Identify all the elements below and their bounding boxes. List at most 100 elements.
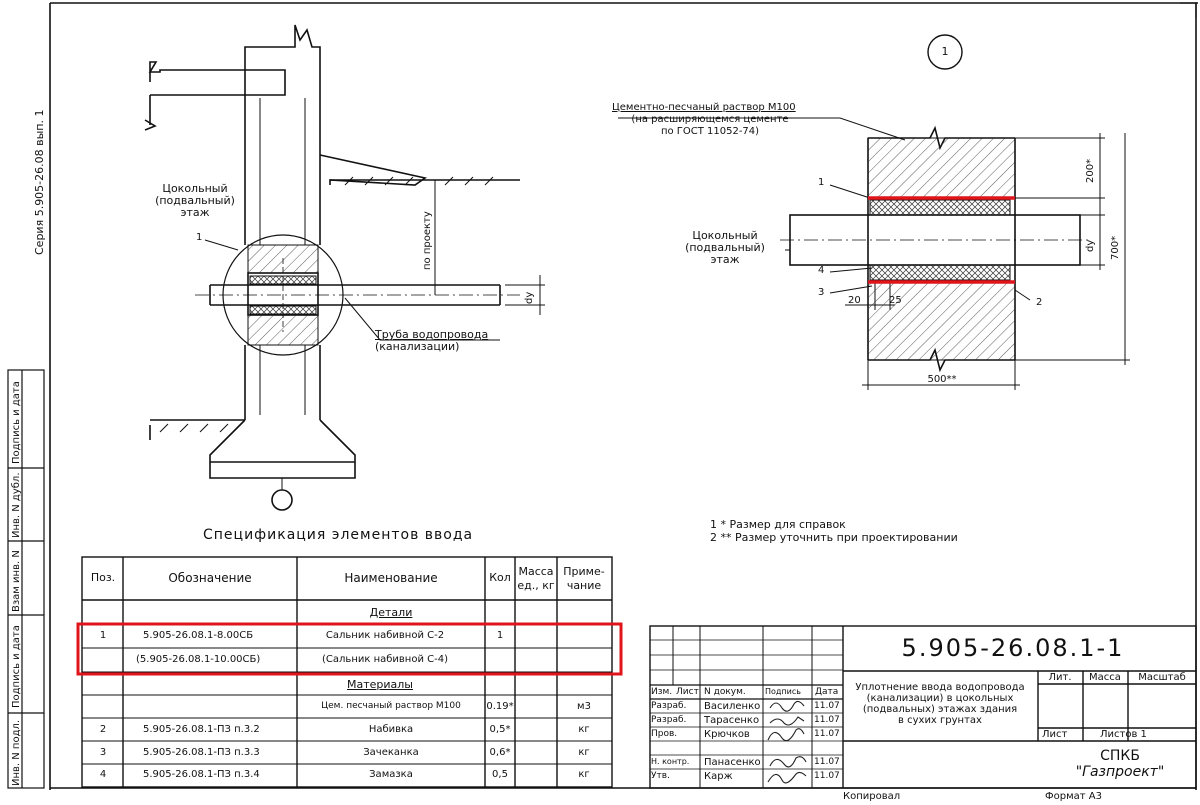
row4-name: Набивка (368, 724, 414, 735)
hdr-signature: Подпись (765, 687, 801, 696)
signer6-role: Утв. (651, 771, 670, 781)
row5-pos: 3 (99, 747, 107, 758)
signer2-date: 11.07 (814, 715, 840, 725)
description-4: в сухих грунтах (898, 715, 982, 726)
row6-qty: 0,5 (492, 769, 508, 780)
hdr-list: Лист (676, 687, 699, 697)
right-pos-2: 2 (1036, 297, 1043, 308)
signer1-name: Василенко (704, 701, 761, 712)
signature-1 (769, 700, 805, 712)
right-basement-label-1: Цокольный (692, 229, 758, 242)
col-qty: Кол (489, 571, 511, 584)
signature-3 (767, 728, 805, 742)
spec-title: Спецификация элементов ввода (203, 527, 474, 543)
signer6-date: 11.07 (814, 771, 840, 781)
left-packing-bottom (249, 305, 317, 315)
left-by-project: по проекту (422, 211, 433, 270)
row4-designation: 5.905-26.08.1-ПЗ п.3.2 (143, 724, 260, 735)
sheet-label: Лист (1042, 729, 1068, 740)
col-designation: Обозначение (168, 571, 252, 585)
right-basement-label-2: (подвальный) (685, 241, 765, 254)
lit-label: Лит. (1048, 672, 1072, 683)
hdr-ndoc: N докум. (704, 687, 746, 697)
mass-label: Масса (1089, 672, 1121, 683)
right-wall-hatch-top (867, 137, 1016, 199)
signer3-name: Крючков (704, 729, 750, 740)
left-basement-label-2: (подвальный) (155, 194, 235, 207)
signature-4 (769, 756, 807, 768)
description-3: (подвальных) этажах здания (862, 704, 1018, 715)
row6-name: Замазка (369, 769, 413, 780)
left-basement-label-3: этаж (180, 206, 210, 219)
org-name-1: СПКБ (1100, 748, 1140, 764)
row3-name: Цем. песчаный раствор М100 (321, 701, 461, 711)
dim-500: 500** (927, 374, 957, 385)
signer3-date: 11.07 (814, 729, 840, 739)
row3-note: м3 (577, 701, 591, 712)
title-block-grid (649, 625, 1197, 789)
footer-copied: Копировал (843, 791, 901, 802)
signer3-role: Пров. (651, 729, 678, 739)
signer5-date: 11.07 (814, 757, 840, 767)
row1-qty: 1 (496, 630, 504, 641)
footer-format: Формат А3 (1045, 791, 1102, 802)
right-basement-label-3: этаж (710, 253, 740, 266)
series-label: Серия 5.905-26.08 вып. 1 (33, 109, 46, 256)
hdr-izm: Изм. (651, 687, 673, 697)
signature-5 (767, 771, 807, 784)
mortar-label-3: по ГОСТ 11052-74) (660, 126, 760, 137)
right-pos-1: 1 (818, 177, 825, 188)
left-basement-label-1: Цокольный (162, 182, 228, 195)
left-pipe-label-2: (канализации) (375, 340, 460, 353)
row5-designation: 5.905-26.08.1-ПЗ п.3.3 (143, 747, 260, 758)
stamp-vzam-inv: Взам инв. N (11, 550, 22, 612)
signer6-name: Карж (704, 771, 733, 782)
row2-name: (Сальник набивной С-4) (322, 654, 448, 665)
dim-20: 20 (848, 295, 861, 306)
col-pos: Поз. (90, 571, 116, 584)
col-mass-1: Масса (518, 565, 554, 578)
row6-pos: 4 (99, 769, 107, 780)
right-wall-hatch-bottom (867, 281, 1016, 361)
right-pos-3: 3 (818, 287, 825, 298)
row1-name: Сальник набивной С-2 (325, 630, 445, 641)
signer1-role: Разраб. (651, 701, 687, 711)
dim-25: 25 (889, 295, 902, 306)
callout-number: 1 (941, 45, 949, 58)
right-pos-4: 4 (818, 265, 825, 276)
left-section-drawing (144, 24, 545, 511)
right-packing-bottom (869, 264, 1011, 281)
dim-dy: dy (1085, 239, 1096, 252)
section-details: Детали (369, 606, 413, 619)
left-wall-hatch-top (247, 244, 319, 274)
row6-designation: 5.905-26.08.1-ПЗ п.3.4 (143, 769, 260, 780)
sheets-label: Листов 1 (1100, 729, 1147, 740)
drawing-code: 5.905-26.08.1-1 (901, 634, 1125, 662)
col-note-1: Приме- (563, 565, 605, 578)
row6-note: кг (578, 769, 590, 780)
note-1: 1 * Размер для справок (710, 518, 846, 531)
row2-designation: (5.905-26.08.1-10.00СБ) (136, 654, 261, 665)
signatures (767, 700, 807, 784)
right-packing-top (869, 199, 1011, 216)
row5-name: Зачеканка (363, 747, 419, 758)
row1-pos: 1 (99, 630, 107, 641)
signer1-date: 11.07 (814, 701, 840, 711)
row4-pos: 2 (99, 724, 107, 735)
stamp-sign-date-1: Подпись и дата (11, 625, 22, 708)
scale-label: Масштаб (1138, 672, 1186, 683)
left-pipe-label-1: Труба водопровода (375, 328, 489, 341)
col-mass-2: ед., кг (517, 579, 555, 592)
org-name-2: "Газпроект" (1075, 764, 1165, 780)
row3-qty: 0.19* (486, 701, 514, 712)
callout-circle (927, 34, 963, 70)
signature-2 (769, 716, 805, 726)
side-stamp-grid (7, 369, 45, 789)
left-packing-top (249, 275, 317, 285)
description-1: Уплотнение ввода водопровода (855, 682, 1025, 693)
signer5-name: Панасенко (704, 757, 761, 768)
stamp-inv-dubl: Инв. N дубл. (11, 472, 22, 539)
note-2: 2 ** Размер уточнить при проектировании (710, 531, 958, 544)
row4-qty: 0,5* (489, 724, 511, 735)
